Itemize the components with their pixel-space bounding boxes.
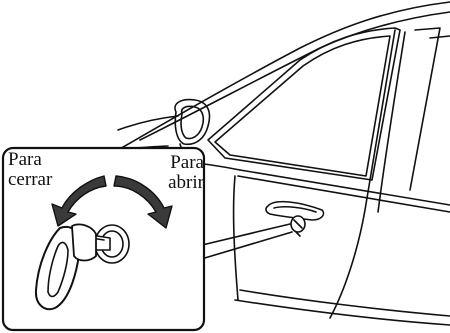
lock-direction-label: Para cerrar — [8, 150, 52, 190]
unlock-label-line1: Para — [148, 153, 204, 173]
door-window — [208, 28, 450, 190]
unlock-direction-label: Para abrir — [148, 153, 204, 193]
door-key-cylinder-icon — [291, 216, 305, 236]
unlock-label-line2: abrir — [148, 173, 204, 193]
door-seams — [330, 30, 405, 318]
lock-label-line2: cerrar — [8, 170, 52, 190]
lock-label-line1: Para — [8, 150, 52, 170]
callout-leader — [198, 224, 292, 260]
